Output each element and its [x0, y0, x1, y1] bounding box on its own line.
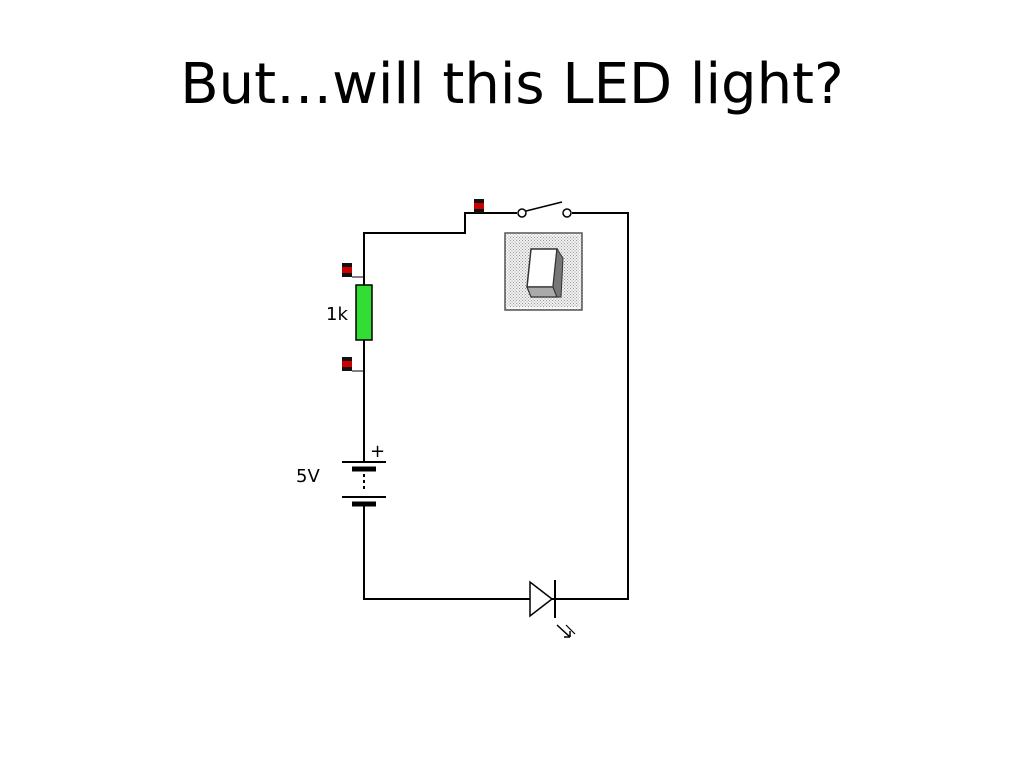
resistor[interactable]: [355, 284, 373, 341]
battery-symbol: [342, 461, 386, 507]
light-arrow-icon: [556, 624, 576, 638]
toggle-switch-icon[interactable]: [504, 232, 583, 311]
switch-symbol[interactable]: [517, 201, 572, 218]
battery-polarity: +: [370, 441, 385, 462]
probe-marker-resistor-bottom[interactable]: [342, 357, 352, 371]
circuit-wires: [363, 212, 629, 600]
led-symbol: [529, 580, 560, 618]
slide-title: But…will this LED light?: [180, 52, 844, 117]
resistor-label: 1k: [326, 304, 348, 325]
probe-marker-resistor-top[interactable]: [342, 263, 352, 277]
probe-marker-top[interactable]: [474, 199, 484, 213]
battery-label: 5V: [296, 466, 320, 487]
